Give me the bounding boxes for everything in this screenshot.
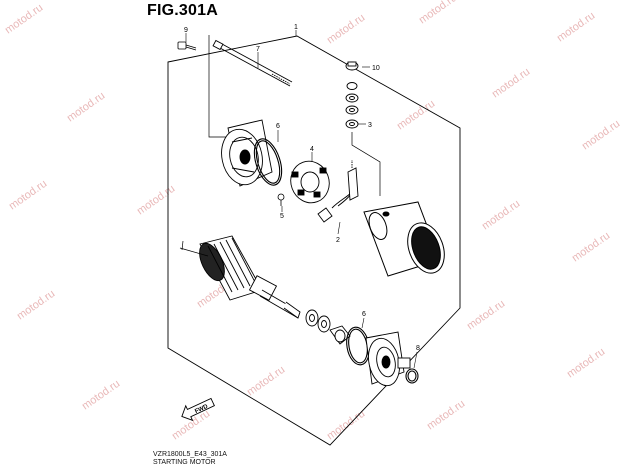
bolt-group-bracket (208, 35, 232, 138)
watermark: motod.ru (325, 12, 367, 47)
small-o-ring-part (405, 368, 419, 384)
leader-lines (185, 30, 418, 369)
callout-4: 4 (310, 146, 314, 153)
callout-3: 3 (368, 122, 372, 129)
callout-6-upper: 6 (276, 123, 280, 130)
watermark: motod.ru (565, 346, 607, 381)
housing-bracket (351, 132, 381, 196)
watermark: motod.ru (15, 288, 57, 323)
watermark: motod.ru (245, 364, 287, 399)
shim-washer-part (305, 309, 351, 345)
callout-1: 1 (294, 24, 298, 31)
watermark: motod.ru (3, 2, 45, 37)
watermark: motod.ru (135, 183, 177, 218)
end-cover-part (221, 119, 273, 187)
callout-2: 2 (336, 237, 340, 244)
through-bolt-part (212, 39, 293, 87)
watermark: motod.ru (580, 118, 622, 153)
fwd-arrow: FWD (181, 397, 215, 422)
armature-part (179, 235, 301, 319)
watermark: motod.ru (7, 178, 49, 213)
fwd-label: FWD (194, 404, 210, 415)
watermark: motod.ru (465, 298, 507, 333)
watermark: motod.ru (555, 10, 597, 45)
figure-title: FIG.301A (147, 2, 218, 19)
motor-housing-part (363, 201, 445, 277)
brush-set-part (317, 160, 359, 223)
diagram-code: VZR1800L5_E43_301A (153, 451, 227, 458)
watermark: motod.ru (570, 230, 612, 265)
washer-stack-part (345, 61, 359, 129)
callout-5: 5 (280, 213, 284, 220)
screw-part (177, 41, 197, 51)
callout-7: 7 (256, 46, 260, 53)
armature-bracket (181, 240, 184, 251)
lower-end-cover-part (365, 331, 411, 387)
callout-9: 9 (184, 27, 188, 34)
brush-holder-part (290, 160, 330, 204)
diagram-caption: STARTING MOTOR (153, 459, 216, 466)
small-screw-part (277, 193, 285, 206)
watermark: motod.ru (65, 90, 107, 125)
watermark: motod.ru (80, 378, 122, 413)
watermark: motod.ru (490, 66, 532, 101)
callout-labels: 1 7 9 10 3 6 4 5 2 6 8 (184, 24, 420, 352)
callout-8: 8 (416, 345, 420, 352)
watermark: motod.ru (480, 198, 522, 233)
watermark-layer: motod.ru motod.ru motod.ru motod.ru moto… (3, 0, 622, 442)
o-ring-upper-part (253, 138, 283, 186)
assembly-frame (167, 35, 461, 446)
watermark: motod.ru (425, 398, 467, 433)
callout-10: 10 (372, 65, 380, 72)
callout-6-lower: 6 (362, 311, 366, 318)
watermark: motod.ru (417, 0, 459, 26)
